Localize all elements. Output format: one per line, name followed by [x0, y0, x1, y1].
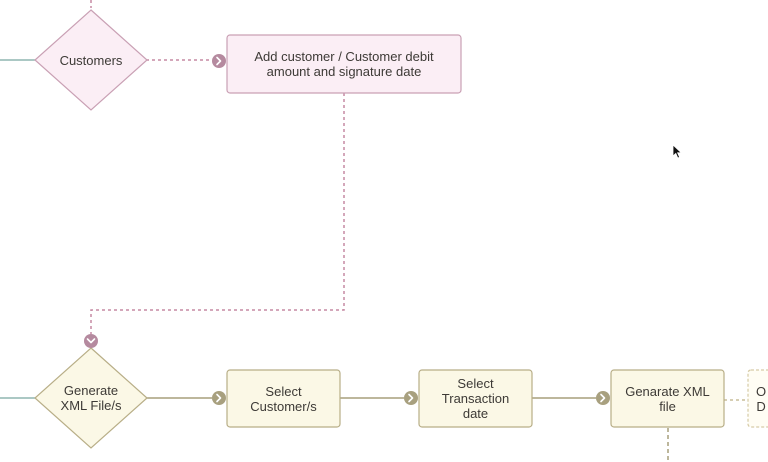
select-transaction-date-label: Select Transaction date	[441, 376, 510, 421]
generate-xml-label: Generate XML File/s	[60, 383, 122, 413]
add-customer-label: Add customer / Customer debit amount and…	[254, 49, 434, 79]
arrow-right-icon	[212, 391, 226, 405]
select-customers-label: Select Customer/s	[250, 383, 317, 414]
arrow-right-icon	[212, 54, 226, 68]
arrow-right-icon	[596, 391, 610, 405]
arrow-down-icon	[84, 334, 98, 348]
mouse-cursor-icon	[672, 144, 683, 159]
select-customers-box[interactable]	[226, 369, 341, 428]
generate-xml-diamond[interactable]	[34, 347, 148, 449]
customers-label: Customers	[59, 52, 123, 68]
customers-diamond[interactable]	[34, 9, 148, 111]
connector-add-to-generate	[90, 93, 345, 334]
generate-xml-file-box[interactable]	[610, 369, 725, 428]
generate-xml-file-label: Genarate XML file	[625, 383, 710, 414]
add-customer-box[interactable]	[226, 34, 462, 94]
select-transaction-date-box[interactable]	[418, 369, 533, 428]
partial-box-label: O D	[756, 384, 766, 414]
partial-box[interactable]	[747, 369, 768, 428]
arrow-right-icon	[404, 391, 418, 405]
